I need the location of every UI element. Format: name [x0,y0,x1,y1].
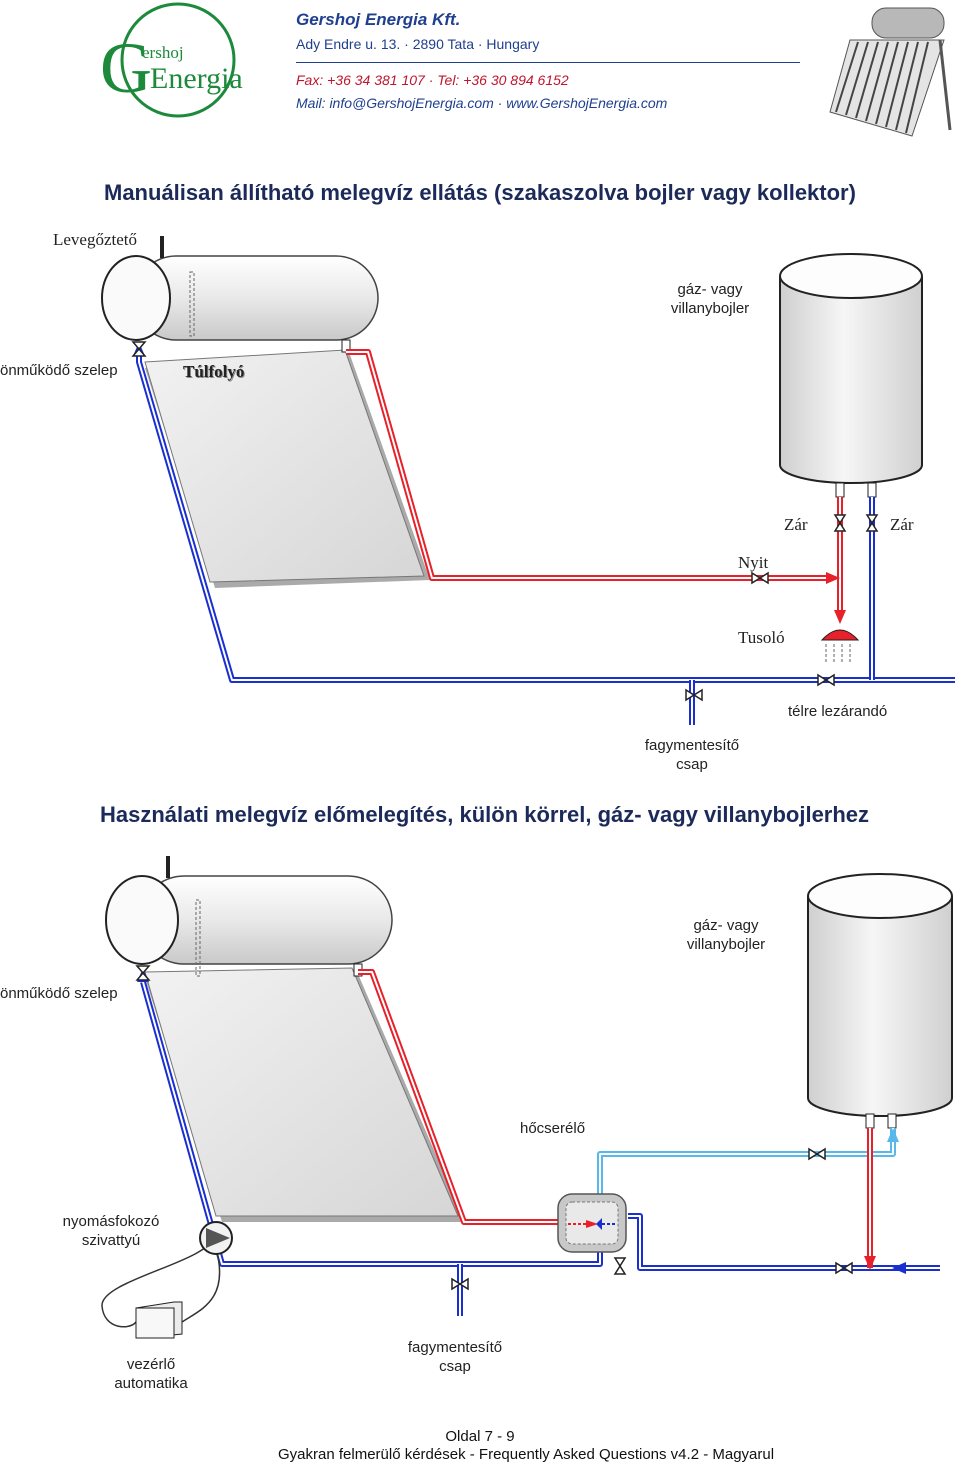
solar-collector-1 [144,349,430,588]
label-auto-valve-2: önműködő szelep [0,985,118,1002]
light-arrow [887,1128,899,1142]
label-winter: télre lezárandó [788,703,888,720]
diagram1-title: Manuálisan állítható melegvíz ellátás (s… [104,180,856,205]
label-boiler1-line2: villanybojler [670,300,750,317]
solar-heater-image [829,7,952,137]
hot-arrow-1 [826,572,840,584]
label-boiler1-line1: gáz- vagy [677,281,743,298]
label-drain2-line2: csap [439,1358,471,1375]
heat-exchanger [557,1193,627,1253]
label-close-1: Zár [784,515,808,534]
valve-close-1 [833,514,847,532]
company-name: Gershoj Energia Kft. [296,10,461,29]
label-boiler2-line2: villanybojler [686,936,766,953]
label-controller-line1: vezérlő [126,1356,176,1373]
label-close-2: Zár [890,515,914,534]
storage-tank-1 [101,236,379,353]
label-air-vent: Levegőztető [53,230,138,249]
logo-g: G [100,28,152,108]
company-logo: G ershoj Energia [100,2,243,118]
valve-auto-1 [131,341,147,357]
label-pump-line1: nyomásfokozó [62,1213,160,1230]
company-address: Ady Endre u. 13. · 2890 Tata · Hungary [296,36,540,52]
label-shower: Tusoló [738,628,785,647]
label-open: Nyit [738,553,769,572]
valve-drain-1 [685,688,703,702]
valve-auto-2 [135,965,151,981]
label-overflow: Túlfolyó [183,362,245,381]
hot-arrow-3 [864,1256,876,1270]
label-auto-valve-1: önműködő szelep [0,362,118,379]
label-drain1-line1: fagymentesítő [644,737,740,754]
solar-collector-2 [144,967,465,1222]
label-exchanger: hőcserélő [520,1120,586,1137]
label-drain2-line1: fagymentesítő [407,1339,503,1356]
label-drain1-line2: csap [676,756,708,773]
logo-top: ershoj [142,43,184,62]
hot-arrow-2 [834,610,846,624]
shower-head [820,629,860,662]
label-controller-line2: automatika [114,1375,188,1392]
boiler-1 [779,253,923,498]
boiler-2 [807,873,953,1129]
valve-hx-outlet [808,1147,826,1161]
valve-drain-2 [451,1277,469,1291]
logo-main: Energia [150,62,243,95]
cold-arrow-3 [892,1262,906,1274]
label-pump-line2: szivattyú [81,1232,141,1249]
label-boiler2-line1: gáz- vagy [693,917,759,934]
valve-winter [817,673,835,687]
company-contact: Mail: info@GershojEnergia.com · www.Gers… [296,95,668,111]
valve-open [751,571,769,585]
controller-box [135,1301,183,1339]
valve-mains [835,1261,853,1275]
diagram2-title: Használati melegvíz előmelegítés, külön … [100,802,870,827]
document-footer: Gyakran felmerülő kérdések - Frequently … [278,1446,775,1463]
valve-hx-inlet [613,1257,627,1275]
valve-close-2 [865,514,879,532]
booster-pump [199,1221,233,1255]
company-phones: Fax: +36 34 381 107 · Tel: +36 30 894 61… [296,72,569,88]
header-divider [296,62,800,63]
storage-tank-2 [105,856,393,977]
page-number: Oldal 7 - 9 [445,1428,515,1445]
